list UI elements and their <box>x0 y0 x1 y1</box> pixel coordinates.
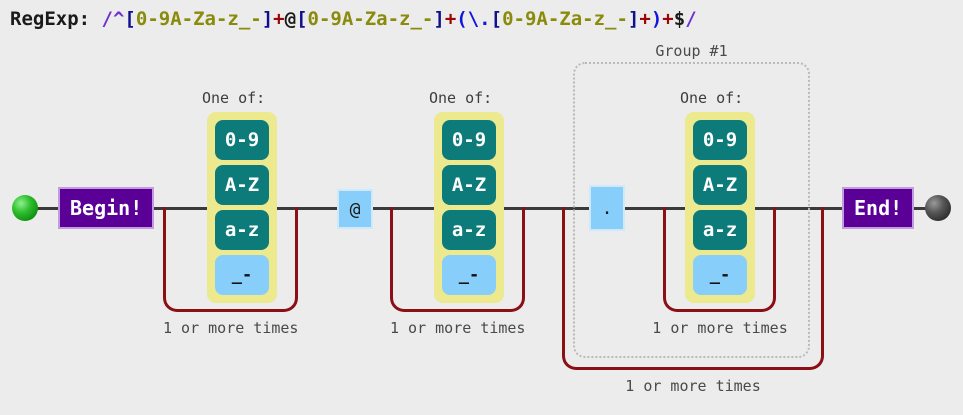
regex-token-5: @ <box>284 8 297 30</box>
regex-token-4: + <box>273 8 285 30</box>
regex-title-prefix: RegExp: <box>10 8 91 30</box>
regex-token-7: 0-9A-Za-z_- <box>307 8 434 30</box>
regex-token-16: ) <box>650 8 663 30</box>
start-node-circle <box>12 195 38 221</box>
regex-token-12: [ <box>490 8 503 30</box>
literal-at-box[interactable]: @ <box>337 189 373 229</box>
quantifier-loop-2 <box>390 207 525 312</box>
regex-token-6: [ <box>296 8 308 30</box>
charclass-item-upper[interactable]: A-Z <box>442 165 496 205</box>
charclass-item-digit[interactable]: 0-9 <box>215 120 269 160</box>
one-of-label-3: One of: <box>680 89 744 107</box>
rail-segment-end <box>905 207 935 210</box>
group-quantifier-loop <box>562 207 824 370</box>
charclass-item-lower[interactable]: a-z <box>693 210 747 250</box>
regex-token-14: ] <box>627 8 640 30</box>
one-of-label-2: One of: <box>429 89 493 107</box>
end-node-circle <box>925 195 951 221</box>
charclass-group-1[interactable]: 0-9 A-Z a-z _- <box>207 112 277 303</box>
group-label: Group #1 <box>655 42 728 60</box>
end-node[interactable]: End! <box>842 187 915 229</box>
regex-token-0: /^ <box>101 8 125 30</box>
quantifier-label-2: 1 or more times <box>390 319 526 337</box>
quantifier-loop-3 <box>663 207 776 312</box>
regex-token-13: 0-9A-Za-z_- <box>502 8 628 30</box>
begin-node[interactable]: Begin! <box>58 187 155 229</box>
charclass-group-2[interactable]: 0-9 A-Z a-z _- <box>434 112 504 303</box>
regex-token-11: \. <box>467 8 491 30</box>
charclass-group-3[interactable]: 0-9 A-Z a-z _- <box>685 112 755 303</box>
rail-segment-start <box>26 207 66 210</box>
regex-token-10: ( <box>456 8 468 30</box>
group-quantifier-label: 1 or more times <box>625 377 761 395</box>
quantifier-loop-1 <box>163 207 298 312</box>
charclass-item-upper[interactable]: A-Z <box>215 165 269 205</box>
regex-token-3: ] <box>261 8 274 30</box>
quantifier-label-3: 1 or more times <box>652 319 788 337</box>
charclass-item-symbol[interactable]: _- <box>215 255 269 295</box>
charclass-item-digit[interactable]: 0-9 <box>442 120 496 160</box>
one-of-label-1: One of: <box>202 89 266 107</box>
regex-token-19: / <box>685 8 697 30</box>
quantifier-label-1: 1 or more times <box>163 319 299 337</box>
regex-token-17: + <box>662 8 674 30</box>
literal-dot-box[interactable]: . <box>589 185 625 231</box>
regex-token-1: [ <box>124 8 136 30</box>
regex-token-15: + <box>639 8 651 30</box>
charclass-item-upper[interactable]: A-Z <box>693 165 747 205</box>
regex-token-2: 0-9A-Za-z_- <box>135 8 262 30</box>
charclass-item-symbol[interactable]: _- <box>693 255 747 295</box>
regex-title: RegExp: /^[0-9A-Za-z_-]+@[0-9A-Za-z_-]+(… <box>10 8 697 30</box>
regex-token-9: + <box>444 8 457 30</box>
charclass-item-symbol[interactable]: _- <box>442 255 496 295</box>
charclass-item-lower[interactable]: a-z <box>215 210 269 250</box>
regex-token-8: ] <box>433 8 445 30</box>
charclass-item-digit[interactable]: 0-9 <box>693 120 747 160</box>
regex-token-18: $ <box>673 8 686 30</box>
charclass-item-lower[interactable]: a-z <box>442 210 496 250</box>
regex-title-pattern: /^[0-9A-Za-z_-]+@[0-9A-Za-z_-]+(\.[0-9A-… <box>90 8 697 30</box>
